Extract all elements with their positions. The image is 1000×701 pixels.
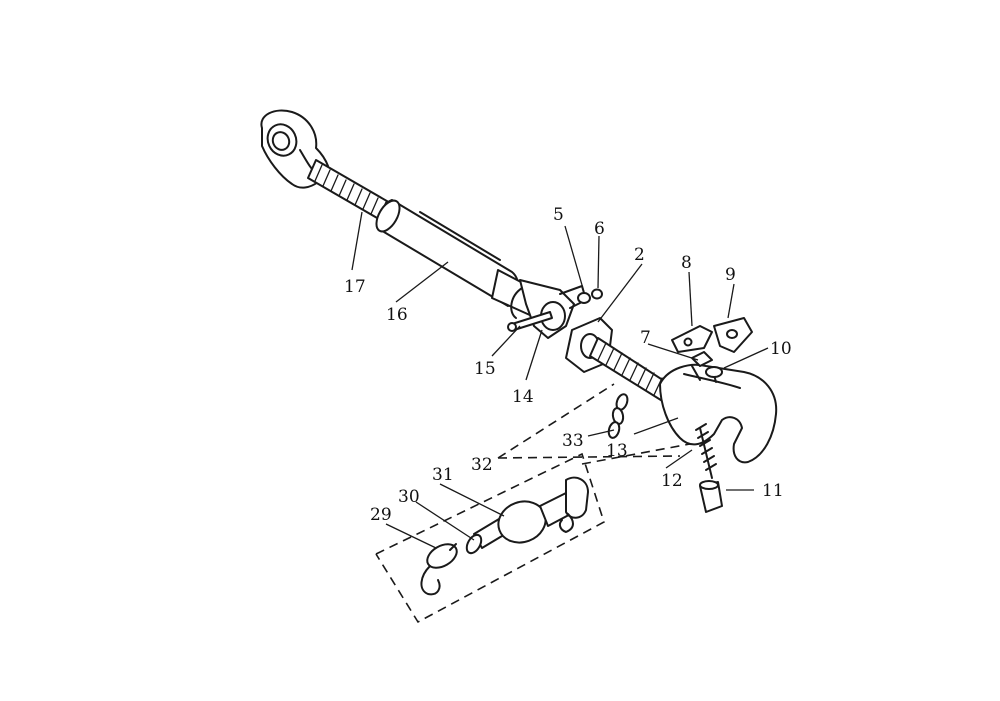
bolt-15 bbox=[507, 311, 553, 332]
callout-10: 10 bbox=[770, 339, 792, 359]
clip-29 bbox=[420, 543, 458, 596]
callout-15: 15 bbox=[474, 359, 496, 379]
callout-9: 9 bbox=[725, 265, 736, 285]
latch-7-8-9 bbox=[671, 317, 753, 378]
callout-11: 11 bbox=[762, 481, 784, 501]
callout-30: 30 bbox=[398, 487, 420, 507]
callout-16: 16 bbox=[386, 305, 408, 325]
callout-7: 7 bbox=[640, 328, 651, 348]
main-tube-16 bbox=[375, 199, 541, 317]
callout-17: 17 bbox=[344, 277, 366, 297]
callout-31: 31 bbox=[432, 465, 454, 485]
callout-5: 5 bbox=[553, 205, 564, 225]
hook-body-13 bbox=[659, 363, 778, 464]
callout-12: 12 bbox=[661, 471, 683, 491]
callout-29: 29 bbox=[370, 505, 392, 525]
callout-6: 6 bbox=[594, 219, 605, 239]
callout-32: 32 bbox=[471, 455, 493, 475]
callout-13: 13 bbox=[606, 441, 628, 461]
leader-lines bbox=[351, 211, 769, 549]
chain-33 bbox=[607, 393, 629, 439]
pin-11 bbox=[699, 480, 723, 513]
callout-labels: 17 16 15 14 5 6 2 8 9 7 10 33 13 12 11 3… bbox=[344, 205, 792, 525]
ball-joint-31 bbox=[465, 476, 589, 555]
nuts-5-6 bbox=[577, 288, 603, 304]
callout-14: 14 bbox=[512, 387, 534, 407]
dashed-assembly-outline bbox=[375, 383, 691, 624]
callout-2: 2 bbox=[634, 245, 645, 265]
spring-12 bbox=[695, 423, 717, 479]
callout-8: 8 bbox=[681, 253, 692, 273]
callout-33: 33 bbox=[562, 431, 584, 451]
